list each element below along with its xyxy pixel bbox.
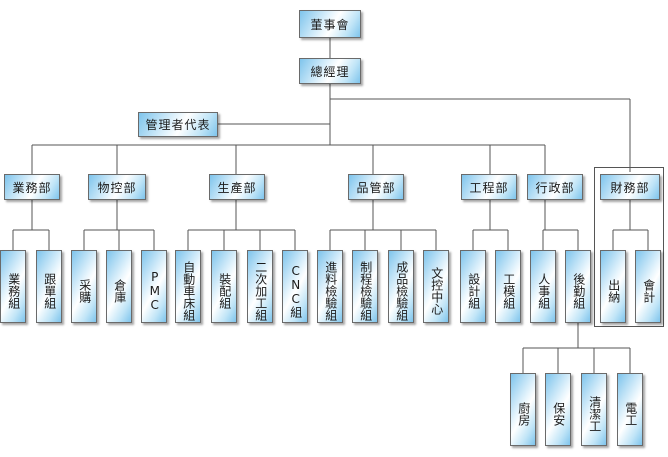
team-label: 裝配組 xyxy=(217,272,232,309)
dept-material-control[interactable]: 物控部 xyxy=(88,174,146,200)
management-representative-node[interactable]: 管理者代表 xyxy=(138,112,218,137)
team-label: 倉庫 xyxy=(112,278,127,303)
team-finished-goods-inspection[interactable]: 成品檢驗組 xyxy=(388,250,414,323)
team-hr-group[interactable]: 人事組 xyxy=(530,250,556,323)
dept-quality[interactable]: 品管部 xyxy=(348,174,404,200)
team-secondary-processing-group[interactable]: 二次加工組 xyxy=(247,250,273,323)
unit-security[interactable]: 保安 xyxy=(545,373,571,446)
general-manager-node[interactable]: 總經理 xyxy=(299,58,361,84)
team-auto-lathe-group[interactable]: 自動車床組 xyxy=(175,250,201,323)
dept-production[interactable]: 生產部 xyxy=(209,174,265,200)
team-label: 出納 xyxy=(606,278,621,303)
dept-administration[interactable]: 行政部 xyxy=(527,174,583,200)
team-accounting[interactable]: 會計 xyxy=(635,250,661,323)
team-label: 會計 xyxy=(641,278,656,303)
finance-group-frame xyxy=(594,167,664,327)
team-label: 人事組 xyxy=(536,272,551,309)
dept-engineering[interactable]: 工程部 xyxy=(461,174,517,200)
team-pmc[interactable]: PMC xyxy=(141,250,167,323)
team-incoming-inspection[interactable]: 進料檢驗組 xyxy=(317,250,343,323)
team-order-tracking-group[interactable]: 跟單組 xyxy=(36,250,62,323)
team-label: 采購 xyxy=(77,278,92,303)
team-assembly-group[interactable]: 裝配組 xyxy=(211,250,237,323)
unit-kitchen[interactable]: 廚房 xyxy=(510,373,536,446)
team-label: 業務組 xyxy=(6,272,21,309)
team-warehouse[interactable]: 倉庫 xyxy=(106,250,132,323)
unit-cleaner[interactable]: 清潔工 xyxy=(581,373,607,446)
unit-label: 清潔工 xyxy=(587,395,602,432)
unit-electrician[interactable]: 電工 xyxy=(617,373,643,446)
team-sales-group[interactable]: 業務組 xyxy=(0,250,26,323)
team-cnc-group[interactable]: CNC組 xyxy=(282,250,308,323)
team-tooling-group[interactable]: 工模組 xyxy=(495,250,521,323)
team-label: 設計組 xyxy=(466,272,481,309)
team-label: 二次加工組 xyxy=(253,260,268,321)
team-label: 工模組 xyxy=(501,272,516,309)
team-process-inspection[interactable]: 制程檢驗組 xyxy=(352,250,378,323)
team-document-control-center[interactable]: 文控中心 xyxy=(423,250,449,323)
unit-label: 廚房 xyxy=(516,401,531,426)
team-label: 成品檢驗組 xyxy=(394,260,409,321)
unit-label: 保安 xyxy=(551,401,566,426)
unit-label: 電工 xyxy=(623,401,638,426)
board-node[interactable]: 董事會 xyxy=(299,10,361,38)
team-purchasing[interactable]: 采購 xyxy=(71,250,97,323)
team-cashier[interactable]: 出納 xyxy=(600,250,626,323)
team-label: 自動車床組 xyxy=(181,260,196,321)
dept-finance[interactable]: 財務部 xyxy=(600,174,660,200)
team-label: PMC xyxy=(147,269,162,312)
team-label: 制程檢驗組 xyxy=(358,260,373,321)
team-label: CNC組 xyxy=(288,263,303,318)
dept-sales[interactable]: 業務部 xyxy=(4,174,60,200)
team-label: 後勤組 xyxy=(571,272,586,309)
team-label: 跟單組 xyxy=(42,272,57,309)
team-design-group[interactable]: 設計組 xyxy=(460,250,486,323)
team-logistics-group[interactable]: 後勤組 xyxy=(565,250,591,323)
team-label: 進料檢驗組 xyxy=(323,260,338,321)
team-label: 文控中心 xyxy=(429,266,444,315)
